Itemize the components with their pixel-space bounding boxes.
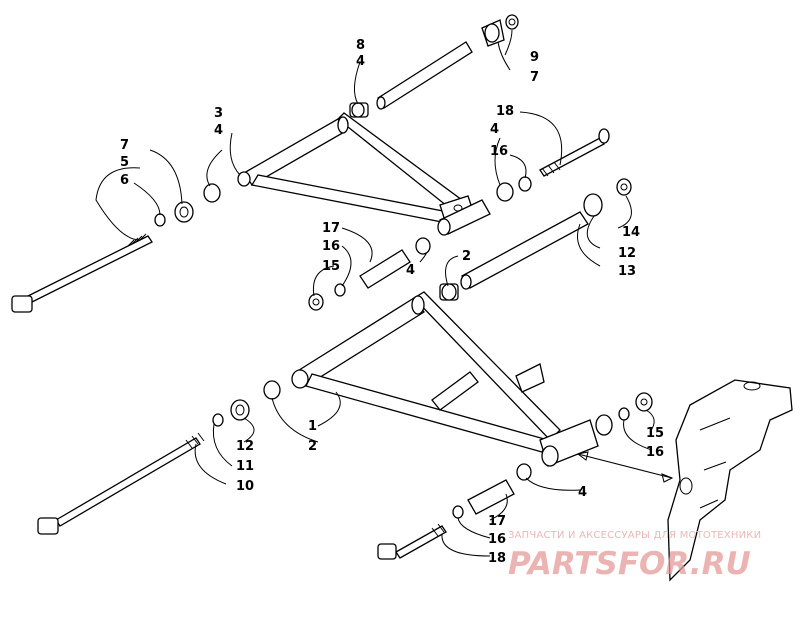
callout-9: 9	[530, 50, 539, 65]
callout-16: 16	[490, 144, 508, 159]
callout-15: 15	[646, 426, 664, 441]
callout-4: 4	[490, 122, 499, 137]
callout-14: 14	[622, 225, 640, 240]
callout-2: 2	[308, 439, 317, 454]
frame-bracket	[576, 379, 793, 582]
callout-5: 5	[120, 155, 129, 170]
callout-12: 12	[236, 439, 254, 454]
callout-13: 13	[618, 264, 636, 279]
callout-18: 18	[496, 104, 514, 119]
callout-7: 7	[120, 138, 129, 153]
lower-left-bolt	[37, 380, 281, 535]
callout-1: 1	[308, 419, 317, 434]
callout-4: 4	[214, 123, 223, 138]
callout-7: 7	[530, 70, 539, 85]
lower-right-bolt	[377, 392, 653, 560]
watermark: ЗАПЧАСТИ И АКСЕССУАРЫ ДЛЯ МОТОТЕХНИКИ PA…	[508, 530, 761, 582]
upper-left-bolt	[11, 183, 221, 313]
callout-16: 16	[646, 445, 664, 460]
callout-2: 2	[462, 249, 471, 264]
lower-a-arm	[291, 291, 599, 467]
callout-4: 4	[406, 263, 415, 278]
callout-18: 18	[488, 551, 506, 566]
callout-17: 17	[488, 514, 506, 529]
callout-3: 3	[214, 106, 223, 121]
callout-17: 17	[322, 221, 340, 236]
callout-12: 12	[618, 246, 636, 261]
upper-a-arm	[237, 112, 491, 236]
leader-lines	[95, 29, 655, 557]
upper-pivot-shaft	[349, 14, 519, 118]
callout-6: 6	[120, 173, 129, 188]
callout-labels: 8 4 9 7 3 4 18 7 5 6 4 16 17 16 15 4 2 1…	[120, 38, 664, 566]
callout-8: 8	[356, 38, 365, 53]
callout-4: 4	[356, 54, 365, 69]
watermark-tagline: ЗАПЧАСТИ И АКСЕССУАРЫ ДЛЯ МОТОТЕХНИКИ	[508, 530, 761, 541]
callout-16: 16	[322, 239, 340, 254]
callout-16: 16	[488, 532, 506, 547]
callout-10: 10	[236, 479, 254, 494]
middle-shaft-group	[308, 178, 632, 311]
upper-rear-bolt	[496, 128, 610, 202]
callout-4: 4	[578, 485, 587, 500]
callout-15: 15	[322, 259, 340, 274]
watermark-logo: PARTSFOR.RU	[508, 546, 751, 582]
callout-11: 11	[236, 459, 254, 474]
